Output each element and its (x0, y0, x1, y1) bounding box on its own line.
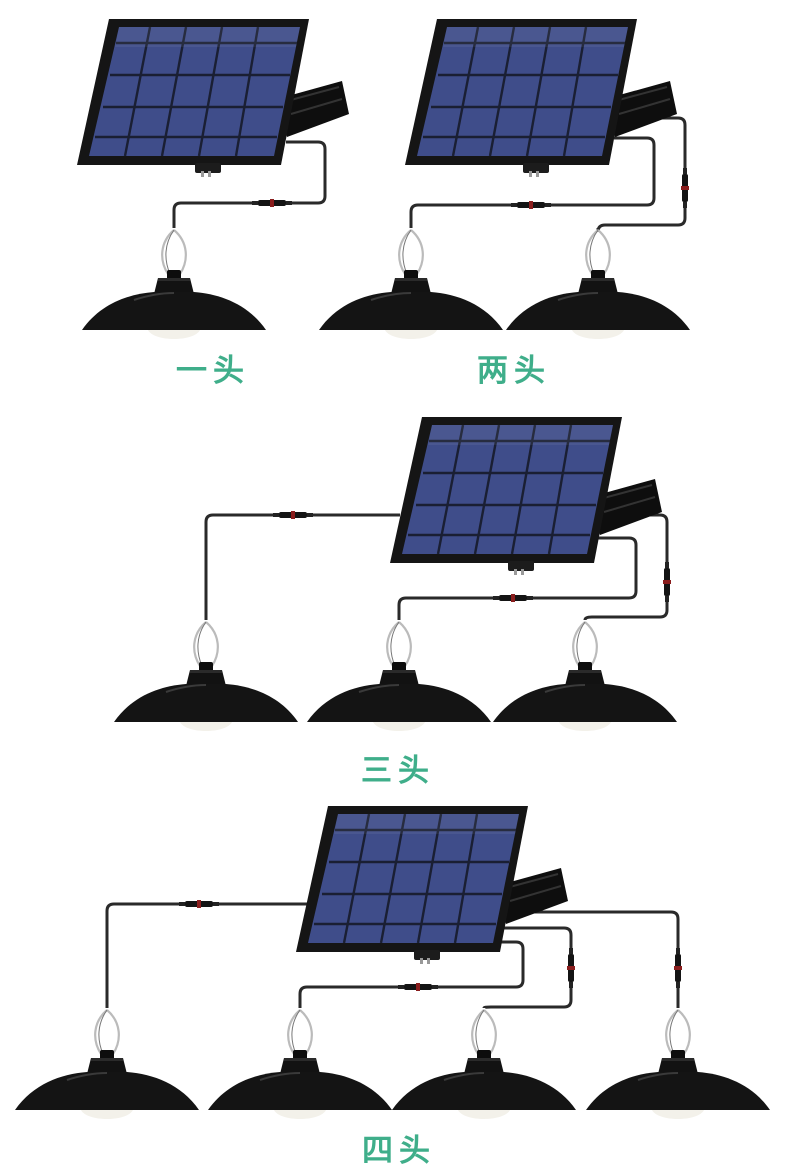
cable-connector-icon (398, 983, 438, 991)
pendant-lamp-icon (305, 620, 493, 733)
cable-connector-icon (511, 201, 551, 209)
cable (482, 926, 573, 1010)
pendant-lamp-icon (112, 620, 300, 733)
cable-connector-icon (674, 948, 682, 988)
solar-panel-icon (75, 17, 351, 179)
pendant-lamp-icon (317, 228, 505, 341)
cable-connector-icon (493, 594, 533, 602)
caption-one-head: 一头 (176, 353, 250, 389)
pendant-lamp-icon (390, 1008, 578, 1121)
section-one-head (75, 17, 351, 341)
cable (596, 116, 687, 233)
caption-four-heads: 四头 (362, 1133, 436, 1169)
solar-panel-icon (403, 17, 679, 179)
cable-connector-icon (273, 511, 313, 519)
cable (505, 910, 680, 1008)
cable (397, 536, 638, 620)
pendant-lamp-icon (584, 1008, 772, 1121)
cable-connector-icon (681, 168, 689, 208)
solar-panel-icon (294, 804, 570, 966)
section-two-heads (317, 17, 692, 341)
pendant-lamp-icon (80, 228, 268, 341)
cable (172, 140, 327, 228)
cable-connector-icon (252, 199, 292, 207)
pendant-lamp-icon (504, 228, 692, 341)
cable-connector-icon (567, 948, 575, 988)
caption-three-heads: 三头 (361, 753, 435, 789)
pendant-lamp-icon (13, 1008, 201, 1121)
pendant-lamp-icon (491, 620, 679, 733)
pendant-lamp-icon (206, 1008, 394, 1121)
section-three-heads (112, 415, 679, 733)
cable (204, 513, 400, 620)
cable-connector-icon (179, 900, 219, 908)
solar-panel-icon (388, 415, 664, 577)
cable-connector-icon (663, 562, 671, 602)
cable (409, 136, 656, 228)
caption-two-heads: 两头 (477, 353, 551, 389)
section-four-heads (13, 804, 772, 1121)
cable (583, 513, 669, 621)
cable (298, 940, 525, 1008)
cable (105, 902, 310, 1008)
